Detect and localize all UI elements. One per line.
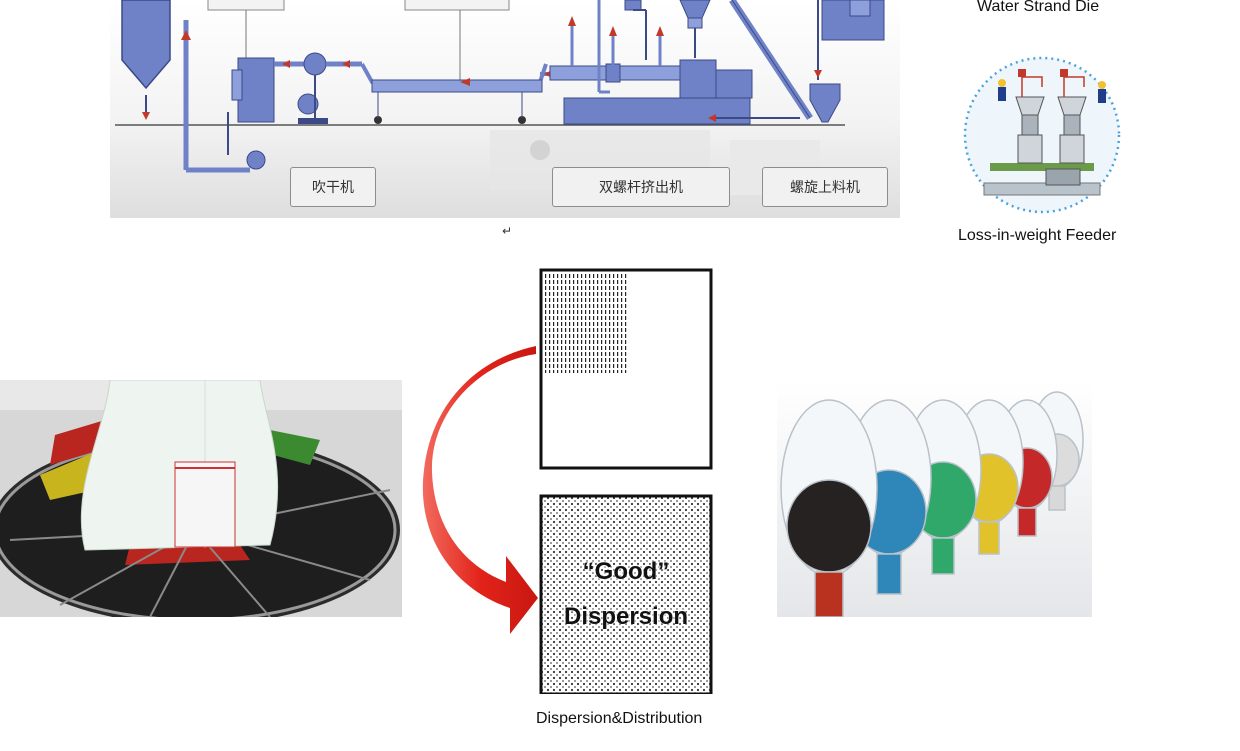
flask-black (780, 399, 878, 618)
pellet-tray-photo (0, 379, 402, 625)
blower-icon (303, 52, 327, 76)
water-tank-icon (371, 79, 543, 93)
dryer-icon (237, 57, 275, 123)
agglomerate-cluster (544, 273, 628, 373)
curved-arrow-icon (422, 346, 538, 634)
loss-in-weight-feeder-image (962, 55, 1122, 215)
good-label: “Good” (582, 558, 670, 585)
dispersion-diagram: “Good” Dispersion (420, 262, 730, 696)
colored-pellet-flasks-photo (777, 380, 1092, 618)
dispersion-distribution-caption: Dispersion&Distribution (536, 710, 703, 727)
water-strand-die-caption: Water Strand Die (977, 0, 1100, 15)
motor-icon (715, 69, 753, 99)
return-mark: ↵ (502, 224, 513, 238)
twin-screw-extruder-label: 双螺杆挤出机 (552, 167, 730, 207)
process-diagram: 吹干机 双螺杆挤出机 螺旋上料机 (110, 0, 900, 218)
extruder-base-icon (563, 97, 751, 125)
dispersion-label: Dispersion (563, 603, 689, 630)
loss-in-weight-feeder-caption: Loss-in-weight Feeder (958, 227, 1117, 244)
screw-loader-icon (809, 83, 841, 123)
good-dispersion-box (539, 494, 713, 696)
gearbox-icon (679, 59, 717, 101)
dryer-label: 吹干机 (290, 167, 376, 207)
extrusion-line-illustration (110, 0, 900, 218)
silo-icon (121, 0, 171, 90)
screw-loader-label: 螺旋上料机 (762, 167, 888, 207)
